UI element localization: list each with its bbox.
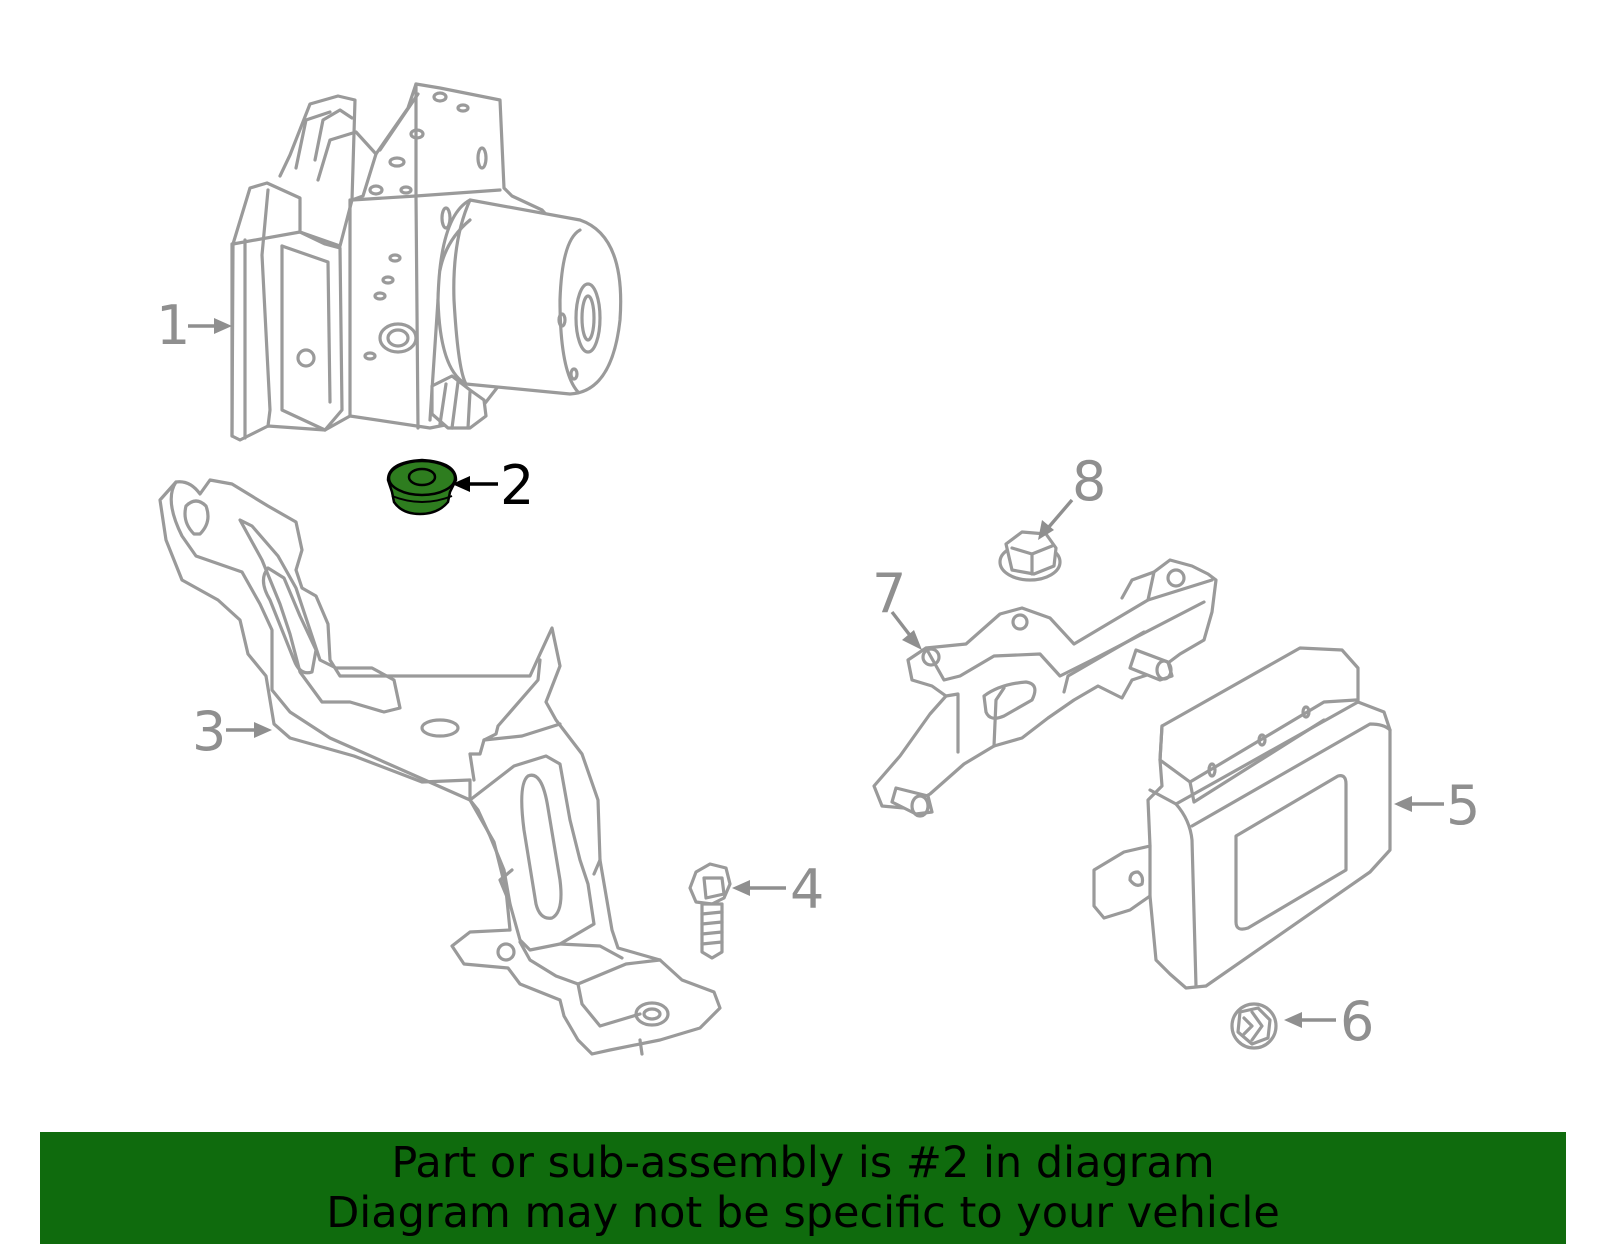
callout-7: 7 xyxy=(872,562,922,650)
callout-4-label: 4 xyxy=(790,858,824,921)
part-5-control-module[interactable] xyxy=(1092,646,1392,990)
callout-8: 8 xyxy=(1038,450,1106,540)
callout-5-label: 5 xyxy=(1446,774,1480,837)
callout-1: 1 xyxy=(156,294,232,357)
callout-6-label: 6 xyxy=(1340,990,1374,1053)
callout-2: 2 xyxy=(452,454,534,517)
part-3-bracket[interactable] xyxy=(158,478,722,1056)
callout-6: 6 xyxy=(1284,990,1374,1053)
banner-line-1: Part or sub-assembly is #2 in diagram xyxy=(391,1138,1215,1188)
callout-8-label: 8 xyxy=(1072,450,1106,513)
part-7-mounting-bracket[interactable] xyxy=(872,558,1218,818)
callout-7-label: 7 xyxy=(872,562,906,625)
callout-3: 3 xyxy=(192,700,272,763)
banner-line-2: Diagram may not be specific to your vehi… xyxy=(326,1188,1280,1238)
callout-5: 5 xyxy=(1394,774,1480,837)
callout-3-label: 3 xyxy=(192,700,226,763)
info-banner: Part or sub-assembly is #2 in diagram Di… xyxy=(40,1132,1566,1244)
part-2-grommet[interactable] xyxy=(386,458,458,516)
part-6-nut[interactable] xyxy=(1230,1002,1278,1050)
part-4-bolt[interactable] xyxy=(688,862,732,960)
callout-1-label: 1 xyxy=(156,294,190,357)
callout-2-label: 2 xyxy=(500,454,534,517)
callout-4: 4 xyxy=(732,858,824,921)
part-1-abs-module[interactable] xyxy=(230,82,623,442)
part-8-nut[interactable] xyxy=(998,530,1062,582)
